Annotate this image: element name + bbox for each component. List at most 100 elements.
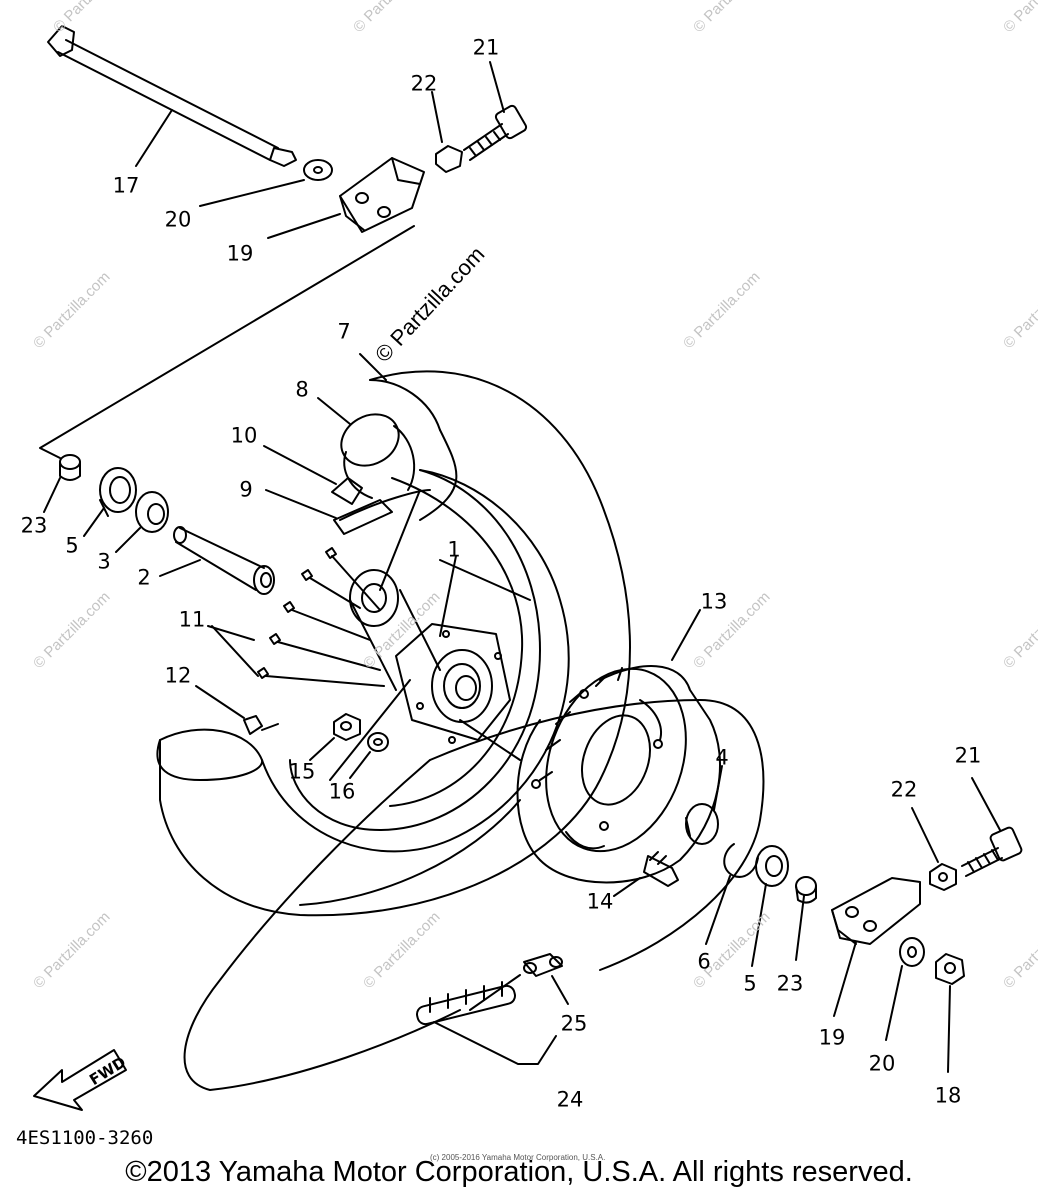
callout-label: 12 — [164, 663, 192, 688]
callout-label: 14 — [586, 889, 614, 914]
leader-22-right — [911, 807, 939, 863]
chain-24 — [183, 699, 765, 1091]
callout-label: 21 — [472, 35, 500, 60]
callout-label: 16 — [328, 779, 356, 804]
sprocket-13 — [516, 665, 721, 884]
washer-20-top — [303, 159, 333, 181]
callout-label: 19 — [818, 1025, 846, 1050]
callout-label: 18 — [934, 1083, 962, 1108]
callout-label: 5 — [65, 533, 79, 558]
callout-label: 11 — [178, 607, 206, 632]
callout-label: 3 — [97, 549, 111, 574]
callout-label: 20 — [868, 1051, 896, 1076]
bearing-5-left — [99, 467, 137, 517]
leader-14 — [613, 877, 641, 897]
callout-label: 20 — [164, 207, 192, 232]
callout-label: 4 — [715, 745, 729, 770]
callout-label: 24 — [556, 1087, 584, 1112]
leader-23-right — [795, 895, 805, 961]
callout-label: 9 — [239, 477, 253, 502]
leader-20-right — [885, 965, 903, 1041]
callout-label: 21 — [954, 743, 982, 768]
bearing-5-right — [755, 845, 789, 887]
callout-label: 6 — [697, 949, 711, 974]
hub-1 — [349, 569, 511, 744]
leader-11b — [211, 625, 259, 677]
leader-21-right — [971, 777, 1001, 831]
leader-15 — [309, 737, 335, 761]
callout-label: 22 — [890, 777, 918, 802]
leader-8 — [317, 397, 351, 425]
callout-label: 25 — [560, 1011, 588, 1036]
adjuster-19-top — [339, 157, 425, 233]
small-copyright: (c) 2005-2016 Yamaha Motor Corporation, … — [430, 1153, 606, 1162]
leader-18 — [947, 985, 951, 1073]
washer-20-right — [899, 937, 925, 967]
leader-22-top — [431, 91, 443, 143]
bolt-21-top — [463, 104, 528, 161]
nut-22-right — [929, 863, 957, 891]
part-code: 4ES1100-3260 — [16, 1127, 154, 1149]
tire-7 — [156, 370, 631, 917]
collar-4 — [685, 803, 719, 845]
master-link-25 — [523, 953, 563, 977]
nut-18 — [935, 953, 965, 985]
callout-label: 23 — [776, 971, 804, 996]
callout-label: 19 — [226, 241, 254, 266]
adjuster-19-right — [831, 877, 921, 945]
callout-label: 5 — [743, 971, 757, 996]
callout-label: 23 — [20, 513, 48, 538]
nut-22-top — [435, 145, 463, 173]
callout-label: 15 — [288, 759, 316, 784]
leader-9 — [265, 489, 337, 519]
leader-11a — [207, 625, 255, 641]
washer-16 — [367, 732, 389, 752]
leader-16 — [349, 751, 371, 779]
callout-label: 10 — [230, 423, 258, 448]
leader-2 — [159, 559, 201, 577]
leader-19-right — [833, 941, 857, 1017]
leader-25 — [551, 975, 569, 1005]
bearing-3 — [135, 491, 169, 533]
wheel-rim-1 — [289, 429, 541, 831]
leader-3 — [115, 527, 141, 553]
callout-label: 22 — [410, 71, 438, 96]
circlip-6 — [723, 843, 759, 878]
leader-21-top — [489, 61, 505, 113]
callout-label: 13 — [700, 589, 728, 614]
bolts-11 — [257, 547, 385, 687]
bolt-14 — [643, 851, 679, 887]
leader-5-right — [751, 883, 767, 967]
axle-17 — [47, 25, 297, 167]
leader-7 — [359, 353, 387, 381]
tube-12 — [243, 715, 279, 735]
leader-1 — [439, 555, 457, 637]
callout-label: 1 — [447, 537, 461, 562]
leader-20-top — [199, 179, 305, 207]
leader-assembly-top — [39, 225, 415, 459]
rim-band-9 — [333, 499, 393, 535]
leader-5-left — [83, 507, 105, 537]
callout-label: 8 — [295, 377, 309, 402]
callout-label: 7 — [337, 319, 351, 344]
leader-19-top — [267, 213, 341, 239]
copyright-notice: ©2013 Yamaha Motor Corporation, U.S.A. A… — [125, 1156, 913, 1188]
fwd-arrow-icon — [33, 1049, 127, 1111]
spacer-2 — [173, 526, 275, 595]
leader-12 — [195, 685, 245, 719]
leader-13 — [671, 609, 701, 661]
leader-10 — [263, 445, 337, 485]
leader-4 — [713, 765, 723, 811]
callout-label: 17 — [112, 173, 140, 198]
leader-6 — [705, 875, 731, 945]
leader-24 — [433, 1021, 557, 1065]
collar-23-right — [795, 876, 817, 904]
bolt-21-right — [961, 826, 1023, 877]
collar-23-left — [59, 454, 81, 481]
callout-label: 2 — [137, 565, 151, 590]
leader-17 — [135, 109, 173, 167]
nut-15 — [333, 713, 361, 741]
rim-spokes — [329, 489, 531, 781]
valve-10 — [331, 477, 363, 505]
